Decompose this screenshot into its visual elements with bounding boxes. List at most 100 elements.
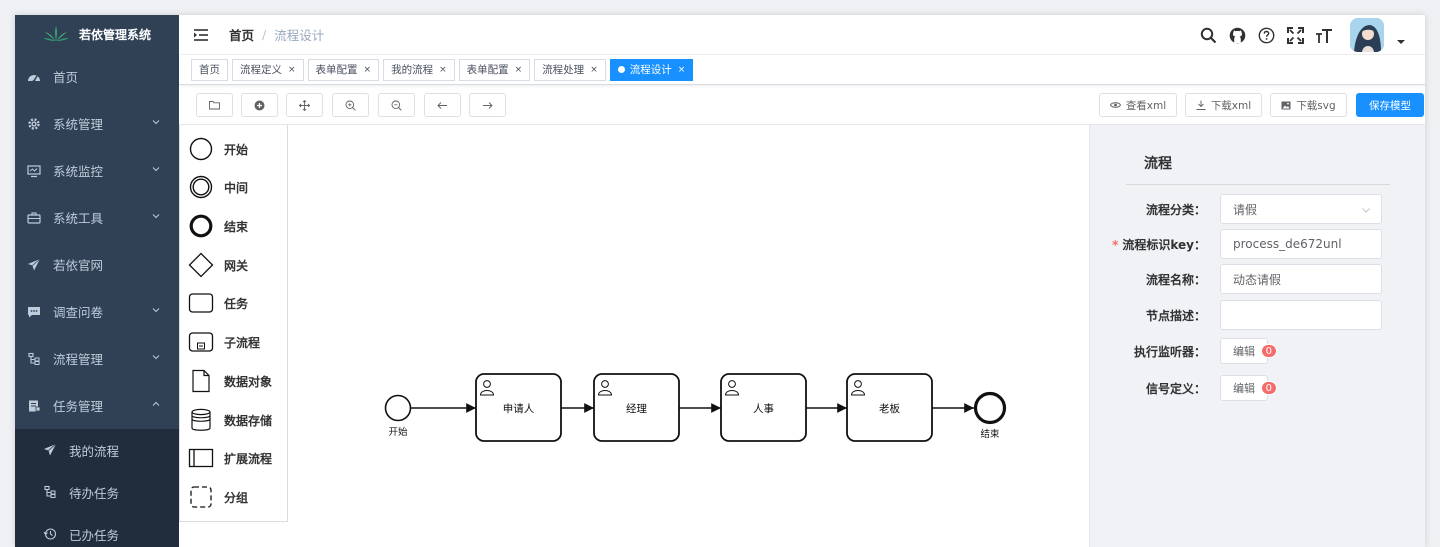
signal-label: 信号定义： (1145, 381, 1206, 396)
node-description-input[interactable] (1220, 300, 1382, 330)
data-object-icon (188, 368, 214, 394)
subprocess-icon (188, 329, 214, 355)
palette-label: 网关 (224, 258, 249, 273)
category-select[interactable]: 请假 (1220, 194, 1382, 224)
add-circle-icon (254, 100, 265, 110)
palette-data-object[interactable]: 数据对象 (180, 362, 288, 400)
tag-label: 流程处理 (542, 64, 585, 76)
process-key-input[interactable]: process_de672unl (1220, 229, 1382, 259)
palette-intermediate-event[interactable]: 中间 (180, 168, 288, 206)
gear-icon (27, 117, 41, 131)
group-icon (188, 484, 214, 510)
hamburger-icon[interactable] (193, 27, 209, 43)
menu-item-website[interactable]: 若依官网 (15, 241, 179, 288)
logo-title: 若依管理系统 (78, 27, 151, 42)
fullscreen-icon[interactable] (1286, 26, 1304, 44)
required-mark: * (1112, 237, 1119, 252)
zoom-out-button[interactable] (378, 93, 415, 117)
menu-item-tools[interactable]: 系统工具 (15, 194, 179, 241)
task-label: 老板 (879, 402, 900, 415)
row-signal: 信号定义： 编辑 0 (1090, 373, 1425, 403)
tag-close-icon[interactable]: × (288, 64, 296, 75)
user-task-applicant[interactable]: 申请人 (475, 373, 562, 442)
user-icon (479, 380, 495, 396)
palette-gateway[interactable]: 网关 (180, 246, 288, 284)
edit-signal-button[interactable]: 编辑 0 (1220, 375, 1277, 401)
send-icon (43, 443, 57, 457)
search-icon[interactable] (1199, 26, 1217, 44)
palette-start-event[interactable]: 开始 (180, 130, 288, 168)
zoom-in-icon (345, 100, 356, 111)
menu-label: 流程管理 (53, 352, 104, 367)
caret-down-icon[interactable] (1397, 38, 1405, 46)
tag-close-icon[interactable]: × (677, 64, 686, 75)
menu-item-system[interactable]: 系统管理 (15, 100, 179, 147)
download-svg-button[interactable]: 下载svg (1270, 93, 1347, 117)
start-event[interactable]: 开始 (384, 394, 412, 439)
avatar[interactable] (1350, 18, 1384, 52)
sub-item-todo[interactable]: 待办任务 (15, 471, 179, 513)
menu-label: 任务管理 (53, 399, 104, 414)
properties-panel: 流程 流程分类： 请假 *流程标识key： process_de672unl 流… (1089, 125, 1425, 547)
fit-view-button[interactable] (286, 93, 323, 117)
view-xml-button[interactable]: 查看xml (1099, 93, 1177, 117)
eye-icon (1109, 102, 1121, 108)
monitor-icon (27, 164, 41, 178)
tag-close-icon[interactable]: × (590, 64, 598, 75)
user-task-hr[interactable]: 人事 (720, 373, 807, 442)
task-icon (188, 290, 214, 316)
new-diagram-button[interactable] (241, 93, 278, 117)
menu-item-tasks[interactable]: 任务管理 (15, 382, 179, 429)
palette-task[interactable]: 任务 (180, 284, 288, 322)
menu-item-home[interactable]: 首页 (15, 53, 179, 100)
logo[interactable]: 若依管理系统 (15, 15, 179, 53)
chevron-down-icon (152, 214, 160, 219)
tag-label: 表单配置 (315, 64, 358, 76)
properties-title: 流程 (1144, 156, 1172, 172)
message-icon (27, 305, 41, 319)
open-file-button[interactable] (196, 93, 233, 117)
arrow-left-icon (437, 101, 447, 109)
sub-item-my-process[interactable]: 我的流程 (15, 429, 179, 471)
tag-label: 表单配置 (466, 64, 509, 76)
menu-item-process[interactable]: 流程管理 (15, 335, 179, 382)
undo-button[interactable] (424, 93, 461, 117)
tag-close-icon[interactable]: × (363, 64, 372, 75)
arrow-right-icon (483, 101, 493, 109)
tag-form-config-2[interactable]: 表单配置 × (458, 58, 531, 81)
font-size-icon[interactable] (1315, 26, 1333, 44)
download-xml-button[interactable]: 下载xml (1185, 93, 1262, 117)
tag-process-definition[interactable]: 流程定义× (232, 58, 304, 81)
save-model-button[interactable]: 保存模型 (1356, 93, 1424, 117)
redo-button[interactable] (469, 93, 506, 117)
palette-group[interactable]: 分组 (180, 478, 288, 516)
end-event[interactable]: 结束 (973, 391, 1007, 441)
tag-close-icon[interactable]: × (439, 64, 447, 75)
tag-my-process[interactable]: 我的流程× (383, 58, 455, 81)
edit-listener-button[interactable]: 编辑 0 (1220, 338, 1277, 364)
zoom-in-button[interactable] (332, 93, 369, 117)
tag-form-config[interactable]: 表单配置 × (307, 58, 380, 81)
sub-item-done[interactable]: 已办任务 (15, 513, 179, 547)
process-name-input[interactable]: 动态请假 (1220, 264, 1382, 294)
palette-subprocess[interactable]: 子流程 (180, 323, 288, 361)
palette-end-event[interactable]: 结束 (180, 207, 288, 245)
tag-process-handle[interactable]: 流程处理 × (534, 58, 606, 81)
github-icon[interactable] (1228, 26, 1246, 44)
user-task-boss[interactable]: 老板 (846, 373, 933, 442)
tag-process-design[interactable]: 流程设计× (609, 58, 694, 81)
row-key: *流程标识key： process_de672unl (1090, 229, 1425, 259)
bpmn-canvas[interactable]: 开始 申请人 经理 (288, 125, 1088, 547)
palette-pool[interactable]: 扩展流程 (180, 439, 288, 477)
menu-item-survey[interactable]: 调查问卷 (15, 288, 179, 335)
tag-close-icon[interactable]: × (514, 64, 523, 75)
user-task-manager[interactable]: 经理 (593, 373, 680, 442)
palette-label: 数据存储 (224, 413, 273, 428)
menu-label: 首页 (53, 70, 79, 85)
help-icon[interactable] (1257, 26, 1275, 44)
palette-label: 结束 (224, 219, 249, 234)
menu-item-monitor[interactable]: 系统监控 (15, 147, 179, 194)
palette-data-store[interactable]: 数据存储 (180, 401, 288, 439)
tag-home[interactable]: 首页 (191, 58, 228, 81)
breadcrumb-home[interactable]: 首页 (229, 28, 255, 43)
